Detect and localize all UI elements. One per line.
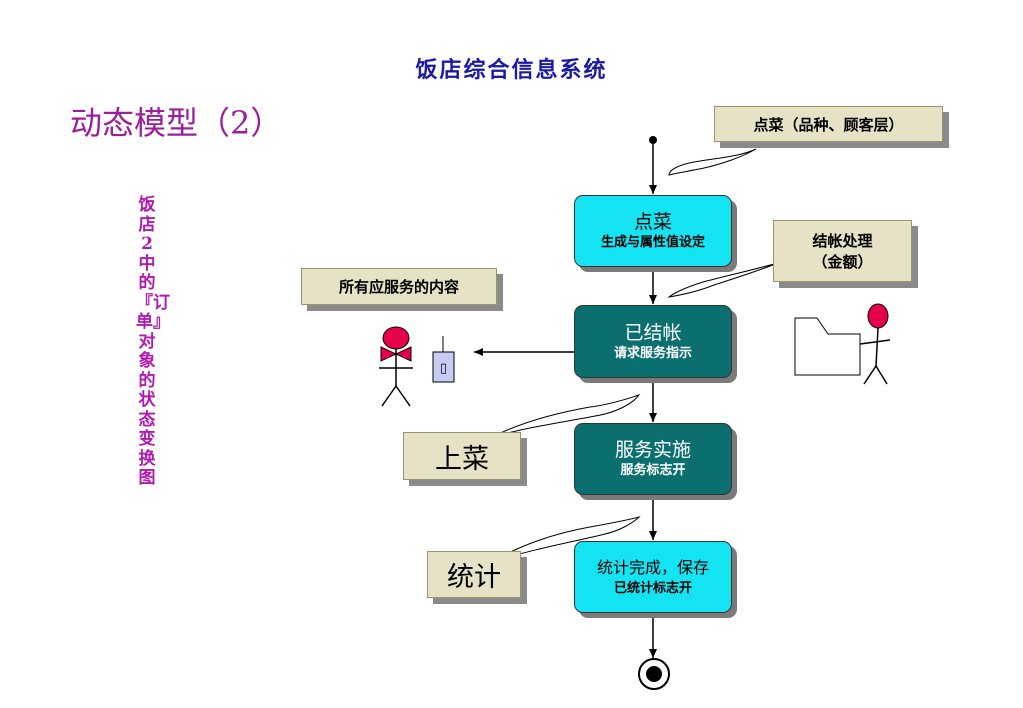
- device-glyph: ▯: [440, 361, 447, 376]
- order-note-callout: [668, 148, 757, 176]
- state-service-name: 服务实施: [614, 439, 691, 461]
- checkout-note-callout: [667, 262, 779, 298]
- state-order: 点菜 生成与属性值设定: [574, 195, 732, 267]
- terminal-device-icon: ▯: [432, 336, 455, 383]
- state-checked-out: 已结帐 请求服务指示: [574, 305, 732, 378]
- stats-event-note: 统计: [427, 551, 521, 598]
- header-title: 饭店综合信息系统: [415, 57, 608, 83]
- state-service-action: 服务标志开: [620, 463, 686, 478]
- checkout-event-line1: 结帐处理: [812, 232, 873, 250]
- order-event-note: 点菜（品种、顾客层）: [714, 106, 943, 142]
- state-stats: 统计完成，保存 已统计标志开: [574, 541, 732, 613]
- stats-note-callout: [491, 516, 641, 563]
- final-state-dot: [646, 666, 662, 682]
- service-staff-actor-icon: [379, 326, 413, 407]
- document-folder-icon: [794, 317, 861, 376]
- state-stats-action: 已统计标志开: [613, 581, 692, 596]
- serve-note-callout: [491, 394, 641, 438]
- checkout-event-line2: （金额）: [812, 253, 873, 271]
- cashier-actor-icon: [859, 303, 891, 385]
- state-service: 服务实施 服务标志开: [574, 423, 732, 495]
- state-checked-out-action: 请求服务指示: [613, 345, 692, 361]
- state-checked-out-name: 已结帐: [624, 321, 682, 344]
- state-order-name: 点菜: [633, 211, 672, 233]
- serve-event-note: 上菜: [403, 432, 521, 480]
- slide-title: 动态模型（2）: [70, 104, 283, 142]
- state-stats-name: 统计完成，保存: [596, 558, 709, 577]
- checkout-event-note: 结帐处理 （金额）: [773, 220, 912, 282]
- service-content-note: 所有应服务的内容: [301, 268, 497, 305]
- state-order-action: 生成与属性值设定: [600, 235, 705, 250]
